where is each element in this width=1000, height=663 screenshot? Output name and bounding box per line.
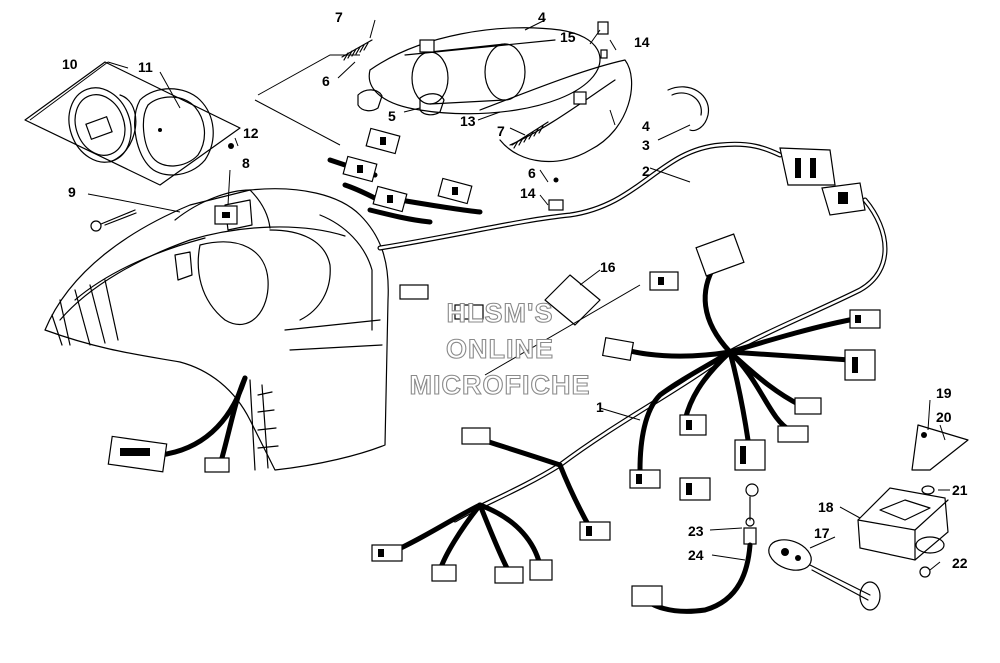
callout-20: 20 [936,409,952,425]
callout-24: 24 [688,547,704,563]
callout-6-lower: 6 [528,165,536,181]
callout-16: 16 [600,259,616,275]
harness-connectors [107,233,881,584]
callout-12: 12 [243,125,259,141]
callout-6-upper: 6 [322,73,330,89]
watermark-line-2: ONLINE [446,334,554,364]
clip-14 [548,177,564,211]
callout-3: 3 [642,137,650,153]
callout-14-upper: 14 [634,34,650,50]
watermark-line-3: MICROFICHE [410,370,591,400]
watermark-line-1: HLSM'S [447,298,554,328]
callout-15: 15 [560,29,576,45]
callout-1: 1 [596,399,604,415]
bracket-8 [214,205,238,225]
callout-21: 21 [952,482,968,498]
callout-4-upper: 4 [538,9,546,25]
module-18 [857,487,949,561]
callout-17: 17 [814,525,830,541]
bracket-5-right [419,93,445,116]
callout-2: 2 [642,163,650,179]
bracket-5-left [357,89,383,112]
spring-7-upper [341,39,373,61]
callout-19: 19 [936,385,952,401]
callout-23: 23 [688,523,704,539]
screw-12 [228,143,234,149]
callout-11: 11 [138,59,153,75]
callout-7-lower: 7 [497,123,505,139]
hardware-19-22 [911,424,969,578]
headlight-housing [368,27,633,163]
leader-lines [29,19,950,571]
callout-22: 22 [952,555,968,571]
callouts: 1 2 3 4 4 5 6 6 7 7 8 9 10 11 12 13 14 1… [62,9,968,571]
spring-7-lower [511,121,549,149]
connector-pair [779,147,866,216]
callout-13: 13 [460,113,476,129]
callout-8: 8 [242,155,250,171]
band-clamp-3 [667,86,710,132]
gauge-bezel [134,88,214,176]
callout-7-upper: 7 [335,9,343,25]
callout-9: 9 [68,184,76,200]
decal-16 [544,274,601,326]
callout-14-lower: 14 [520,185,536,201]
headlight-harness [327,127,783,251]
watermark: HLSM'S ONLINE MICROFICHE [409,297,591,400]
bolt-9 [90,209,137,232]
callout-4-lower: 4 [642,118,650,134]
callout-18: 18 [818,499,834,515]
speedometer-gauge [24,61,241,186]
clip-15 [597,21,609,59]
key-17 [768,539,881,611]
callout-5: 5 [388,108,396,124]
ignition-switch [631,483,759,614]
callout-10: 10 [62,56,78,72]
